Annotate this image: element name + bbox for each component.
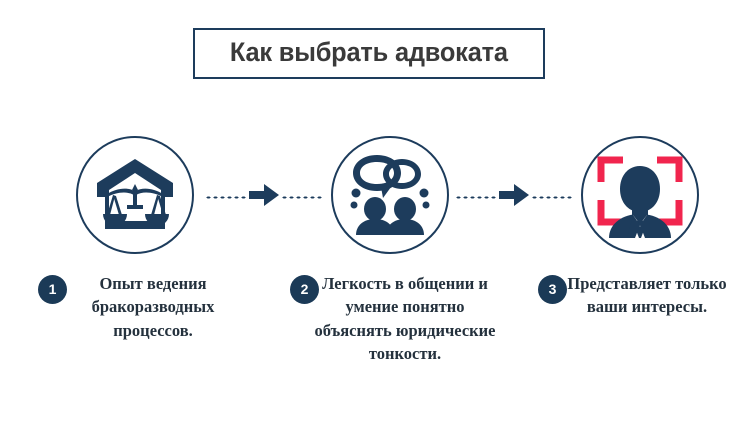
step-2-text: Легкость в общении и умение понятно объя…	[314, 274, 496, 364]
page-title: Как выбрать адвоката	[230, 37, 508, 67]
arrow-right-icon	[249, 183, 279, 212]
page-title-container: Как выбрать адвоката	[0, 28, 738, 79]
dotted-line-left	[205, 195, 247, 199]
dotted-line-left	[455, 195, 497, 199]
courthouse-scales-icon	[93, 153, 177, 237]
people-speech-bubbles-icon	[347, 153, 433, 237]
title-box: Как выбрать адвоката	[193, 28, 545, 79]
step-3-badge: 3	[538, 275, 567, 304]
dotted-line-right	[531, 195, 573, 199]
step-1-block: 1 Опыт ведения бракоразводных процессов.	[26, 272, 246, 342]
arrow-right-icon	[499, 183, 529, 212]
step-2-block: 2 Легкость в общении и умение понятно об…	[280, 272, 502, 366]
steps-text-row: 1 Опыт ведения бракоразводных процессов.…	[0, 272, 738, 432]
connector-2	[455, 183, 573, 206]
step-2-icon-circle[interactable]	[331, 136, 449, 254]
step-2-badge: 2	[290, 275, 319, 304]
lawyer-portrait-focus-icon	[595, 152, 685, 238]
step-1-badge: 1	[38, 275, 67, 304]
step-1-icon-circle[interactable]	[76, 136, 194, 254]
step-3-icon-circle[interactable]	[581, 136, 699, 254]
connector-1	[205, 183, 323, 206]
step-1-text: Опыт ведения бракоразводных процессов.	[91, 274, 215, 340]
flow-row	[0, 136, 738, 258]
step-3-block: 3 Представляет только ваши интересы.	[530, 272, 738, 319]
dotted-line-right	[281, 195, 323, 199]
step-3-text: Представляет только ваши интересы.	[567, 274, 727, 317]
